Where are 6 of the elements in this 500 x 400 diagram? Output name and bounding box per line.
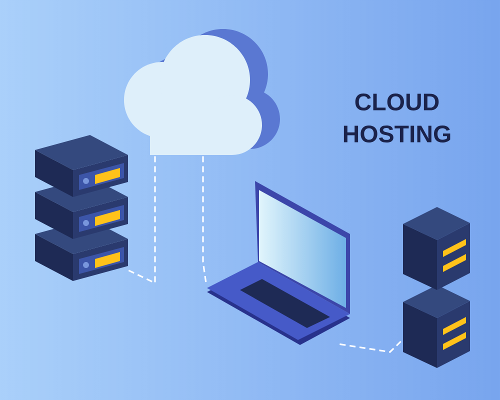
connector-line (127, 156, 156, 284)
server-stack-drawing (35, 135, 128, 281)
title: CLOUD HOSTING (344, 94, 450, 142)
connector-line (340, 339, 403, 353)
server-drawing (403, 207, 470, 368)
cloud-drawing (124, 29, 280, 155)
